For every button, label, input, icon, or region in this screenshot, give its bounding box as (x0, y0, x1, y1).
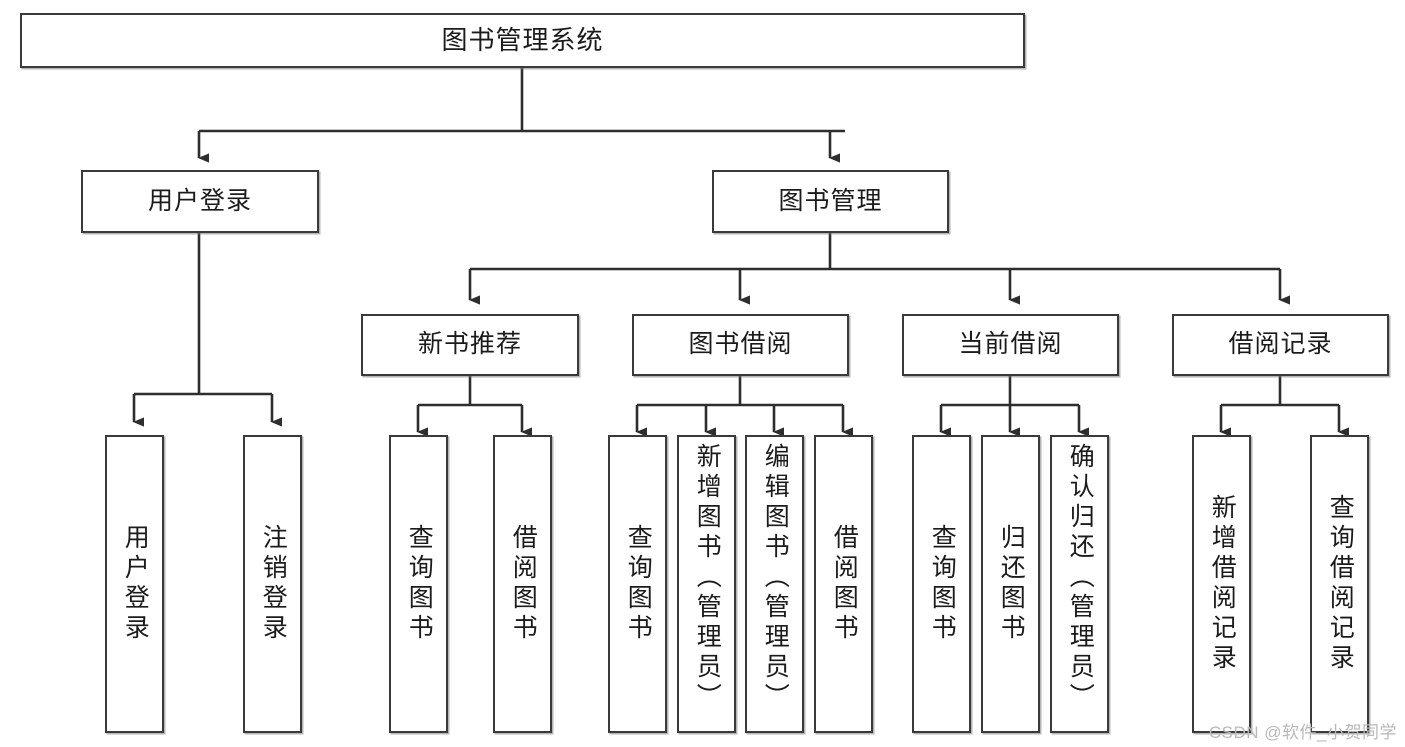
node-leaf-borrow-do-label: 借阅图书 (830, 524, 859, 644)
node-new-book-rec[interactable]: 新书推荐 (361, 314, 579, 376)
node-leaf-cur-confirm[interactable]: 确认归还（管理员） (1050, 435, 1109, 733)
node-leaf-user-logout-label: 注销登录 (259, 524, 288, 644)
node-leaf-borrow-add-label: 新增图书（管理员） (693, 443, 722, 713)
node-book-borrow[interactable]: 图书借阅 (632, 314, 849, 376)
node-root-label: 图书管理系统 (441, 25, 604, 56)
node-leaf-borrow-query[interactable]: 查询图书 (608, 435, 667, 733)
node-borrow-record[interactable]: 借阅记录 (1172, 314, 1389, 376)
node-leaf-borrow-edit[interactable]: 编辑图书（管理员） (745, 435, 804, 733)
node-leaf-cur-return-label: 归还图书 (997, 524, 1026, 644)
node-leaf-user-logout[interactable]: 注销登录 (243, 435, 302, 733)
node-leaf-rec-query[interactable]: 查询图书 (389, 435, 448, 733)
node-user-login[interactable]: 用户登录 (81, 170, 319, 233)
node-leaf-rec-add[interactable]: 新增借阅记录 (1192, 435, 1251, 733)
node-leaf-rec-add-label: 新增借阅记录 (1208, 494, 1237, 674)
node-current-borrow-label: 当前借阅 (958, 330, 1063, 359)
node-leaf-rec-search-label: 查询借阅记录 (1326, 494, 1355, 674)
node-book-manage-label: 图书管理 (778, 186, 883, 215)
node-root[interactable]: 图书管理系统 (20, 13, 1025, 68)
node-leaf-cur-return[interactable]: 归还图书 (981, 435, 1040, 733)
node-borrow-record-label: 借阅记录 (1228, 330, 1333, 359)
node-user-login-label: 用户登录 (147, 186, 252, 215)
node-leaf-borrow-add[interactable]: 新增图书（管理员） (677, 435, 736, 733)
node-leaf-cur-query[interactable]: 查询图书 (912, 435, 971, 733)
node-leaf-cur-confirm-label: 确认归还（管理员） (1066, 443, 1095, 713)
node-book-borrow-label: 图书借阅 (688, 330, 793, 359)
node-leaf-borrow-do[interactable]: 借阅图书 (814, 435, 873, 733)
node-new-book-rec-label: 新书推荐 (417, 330, 522, 359)
node-leaf-rec-search[interactable]: 查询借阅记录 (1310, 435, 1369, 733)
node-leaf-borrow-edit-label: 编辑图书（管理员） (761, 443, 790, 713)
node-leaf-rec-borrow[interactable]: 借阅图书 (493, 435, 552, 733)
node-book-manage[interactable]: 图书管理 (712, 170, 949, 233)
node-leaf-borrow-query-label: 查询图书 (624, 524, 653, 644)
node-current-borrow[interactable]: 当前借阅 (902, 314, 1119, 376)
node-leaf-rec-query-label: 查询图书 (405, 524, 434, 644)
node-leaf-rec-borrow-label: 借阅图书 (509, 524, 538, 644)
node-leaf-cur-query-label: 查询图书 (928, 524, 957, 644)
node-leaf-user-login-label: 用户登录 (121, 524, 150, 644)
node-leaf-user-login[interactable]: 用户登录 (105, 435, 164, 733)
